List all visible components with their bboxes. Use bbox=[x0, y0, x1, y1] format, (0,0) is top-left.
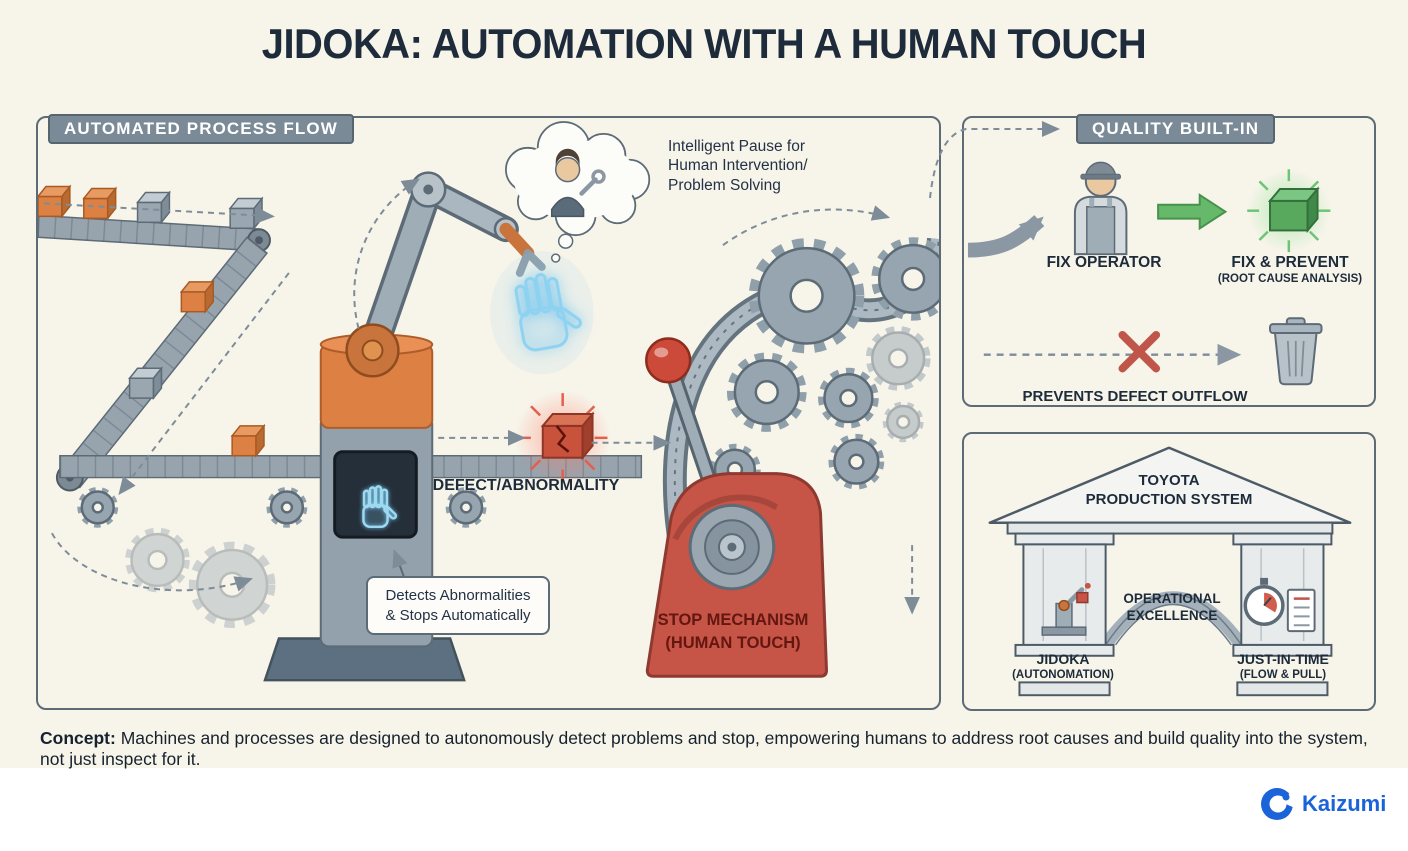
operational-excellence-label: OPERATIONAL EXCELLENCE bbox=[1123, 591, 1221, 623]
belt-wheels bbox=[77, 486, 487, 528]
defect-label: DEFECT/ABNORMALITY bbox=[432, 477, 620, 494]
temple-arch bbox=[1100, 591, 1247, 649]
fix-operator-label: FIX OPERATOR bbox=[1046, 254, 1162, 271]
tps-scene bbox=[988, 446, 1352, 697]
flow-and-pull-label: (FLOW & PULL) bbox=[1239, 669, 1327, 681]
tps-roof-label: TOYOTA PRODUCTION SYSTEM bbox=[1085, 472, 1253, 508]
tps-panel bbox=[962, 432, 1376, 711]
concept-label: Concept: bbox=[40, 728, 116, 748]
fix-prevent-label: FIX & PREVENT bbox=[1231, 254, 1349, 271]
dashed-flow-arrows bbox=[43, 178, 921, 615]
quality-panel bbox=[962, 116, 1376, 407]
kaizumi-logo-icon bbox=[1261, 788, 1294, 820]
operator-icon bbox=[1073, 161, 1128, 256]
brand-name: Kaizumi bbox=[1302, 791, 1387, 816]
quality-panel-header: QUALITY BUILT-IN bbox=[1076, 114, 1276, 144]
process-panel-header: AUTOMATED PROCESS FLOW bbox=[48, 114, 354, 144]
worker-with-wrench-icon bbox=[550, 148, 606, 218]
temple-entablature bbox=[1006, 521, 1334, 535]
gear-icon bbox=[818, 367, 879, 429]
brand-logo: Kaizumi bbox=[1260, 787, 1386, 821]
wrench-icon bbox=[579, 177, 598, 196]
quality-cube-icon bbox=[1247, 169, 1331, 253]
red-x-icon bbox=[1118, 331, 1161, 373]
stopwatch-icon bbox=[1243, 577, 1285, 626]
gear-icon bbox=[125, 527, 276, 629]
parts-boxes bbox=[38, 184, 266, 458]
defect-cube-icon bbox=[514, 390, 611, 486]
process-scene bbox=[38, 121, 939, 682]
stop-mechanism-label: STOP MECHANISM (HUMAN TOUCH) bbox=[657, 611, 809, 653]
page-title: JIDOKA: AUTOMATION WITH A HUMAN TOUCH bbox=[261, 20, 1147, 67]
concept-statement: Concept: Machines and processes are desi… bbox=[40, 728, 1376, 770]
quality-scene bbox=[967, 161, 1331, 386]
conveyor-belt bbox=[38, 214, 643, 492]
just-in-time-pillar-label: JUST-IN-TIME bbox=[1237, 651, 1329, 667]
jidoka-pillar-label: JIDOKA bbox=[1036, 651, 1090, 667]
gear-icon bbox=[828, 433, 885, 490]
trash-can-icon bbox=[1269, 317, 1323, 386]
checklist-icon bbox=[1286, 588, 1316, 633]
gear-icon bbox=[871, 237, 939, 321]
lever-ball bbox=[645, 337, 692, 384]
stop-mechanism bbox=[645, 337, 828, 678]
process-panel bbox=[36, 116, 941, 710]
gear-icon bbox=[748, 238, 865, 354]
green-arrow-icon bbox=[1157, 193, 1228, 231]
mini-robot-icon bbox=[1041, 582, 1091, 636]
concept-text: Machines and processes are designed to a… bbox=[40, 728, 1368, 769]
detects-abnormalities-callout: Detects Abnormalities & Stops Automatica… bbox=[366, 576, 550, 635]
escalation-arrow bbox=[967, 215, 1045, 258]
thought-bubble bbox=[505, 121, 651, 263]
autonomation-label: (AUTONOMATION) bbox=[1012, 669, 1114, 681]
intelligent-pause-note: Intelligent Pause for Human Intervention… bbox=[668, 138, 808, 194]
gear-icon bbox=[726, 352, 807, 432]
root-cause-analysis-label: (ROOT CAUSE ANALYSIS) bbox=[1217, 273, 1363, 285]
gear-cluster bbox=[709, 237, 939, 496]
glowing-hand-icon bbox=[489, 251, 594, 375]
prevents-defect-outflow-label: PREVENTS DEFECT OUTFLOW bbox=[1022, 388, 1248, 405]
